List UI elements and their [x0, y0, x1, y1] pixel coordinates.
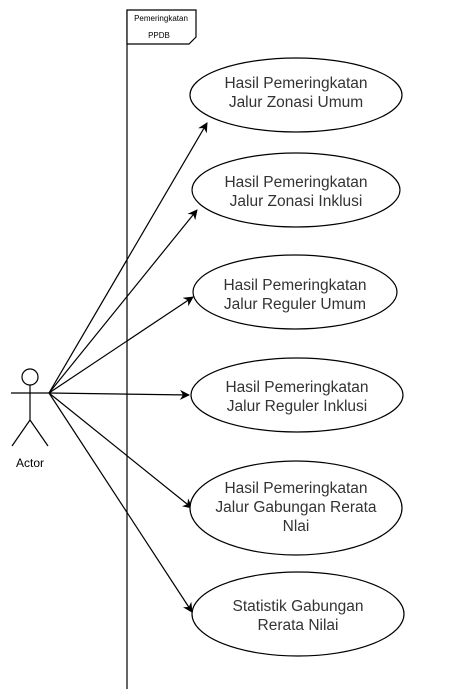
use-case-label-line3: Nlai	[283, 518, 310, 535]
use-case-label-line1: Hasil Pemeringkatan	[224, 75, 367, 92]
use-case-2: Hasil Pemeringkatan Jalur Zonasi Inklusi	[191, 152, 401, 228]
use-case-label-line1: Hasil Pemeringkatan	[224, 174, 367, 191]
use-case-label-line2: Jalur Gabungan Rerata	[215, 499, 377, 516]
use-case-ellipse	[192, 254, 398, 330]
actor-head	[21, 368, 39, 386]
use-case-label-line1: Statistik Gabungan	[233, 598, 364, 615]
use-case-label-line1: Hasil Pemeringkatan	[225, 379, 368, 396]
frame-label-line2: PPDB	[148, 31, 170, 40]
use-case-label-line2: Jalur Reguler Inklusi	[227, 398, 367, 415]
use-case-3: Hasil Pemeringkatan Jalur Reguler Umum	[192, 254, 398, 330]
association-arrow-6	[48, 392, 193, 613]
associations	[48, 122, 208, 613]
use-case-4: Hasil Pemeringkatan Jalur Reguler Inklus…	[190, 357, 404, 433]
actor-label: Actor	[16, 456, 44, 470]
use-case-5: Hasil Pemeringkatan Jalur Gabungan Rerat…	[189, 460, 403, 556]
use-case-label-line2: Jalur Reguler Umum	[224, 296, 366, 313]
use-case-ellipse	[189, 460, 403, 556]
use-case-ellipse	[190, 357, 404, 433]
use-case-label-line1: Hasil Pemeringkatan	[224, 480, 367, 497]
association-arrow-2	[48, 209, 198, 394]
use-case-ellipse	[191, 571, 405, 657]
association-arrow-3	[48, 296, 194, 394]
use-case-ellipse	[191, 152, 401, 228]
use-case-label-line2: Rerata Nilai	[258, 617, 339, 634]
frame-label-line1: Pemeringkatan	[134, 14, 188, 23]
system-frame: Pemeringkatan PPDB	[126, 9, 197, 689]
association-arrow-1	[48, 122, 208, 394]
frame-label-tab	[126, 9, 197, 45]
use-case-1: Hasil Pemeringkatan Jalur Zonasi Umum	[189, 57, 403, 133]
use-case-label-line2: Jalur Zonasi Inklusi	[230, 193, 363, 210]
actor: Actor	[11, 368, 49, 470]
use-case-ellipse	[189, 57, 403, 133]
use-case-6: Statistik Gabungan Rerata Nilai	[191, 571, 405, 657]
actor-left-leg	[11, 419, 31, 447]
association-arrow-4	[48, 389, 190, 400]
use-case-label-line2: Jalur Zonasi Umum	[229, 94, 363, 111]
use-case-label-line1: Hasil Pemeringkatan	[223, 277, 366, 294]
association-arrow-5	[48, 392, 193, 509]
actor-right-leg	[29, 419, 49, 447]
